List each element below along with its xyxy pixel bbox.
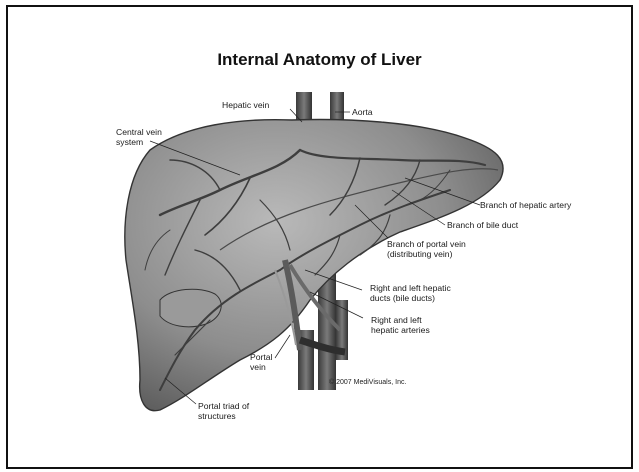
label-branch-bile-duct: Branch of bile duct <box>447 221 518 231</box>
label-hepatic-vein: Hepatic vein <box>222 101 269 111</box>
copyright-notice: © 2007 MediVisuals, Inc. <box>329 378 406 388</box>
label-central-vein-system: Central vein system <box>116 128 162 147</box>
label-right-left-hepatic-arteries: Right and left hepatic arteries <box>371 316 430 335</box>
label-right-left-hepatic-ducts: Right and left hepatic ducts (bile ducts… <box>370 284 451 303</box>
label-aorta: Aorta <box>352 108 373 118</box>
label-branch-hepatic-artery: Branch of hepatic artery <box>480 201 571 211</box>
label-branch-portal-vein: Branch of portal vein (distributing vein… <box>387 240 466 259</box>
label-portal-triad: Portal triad of structures <box>198 402 249 421</box>
label-portal-vein: Portal vein <box>250 353 272 372</box>
gallbladder <box>160 289 221 327</box>
